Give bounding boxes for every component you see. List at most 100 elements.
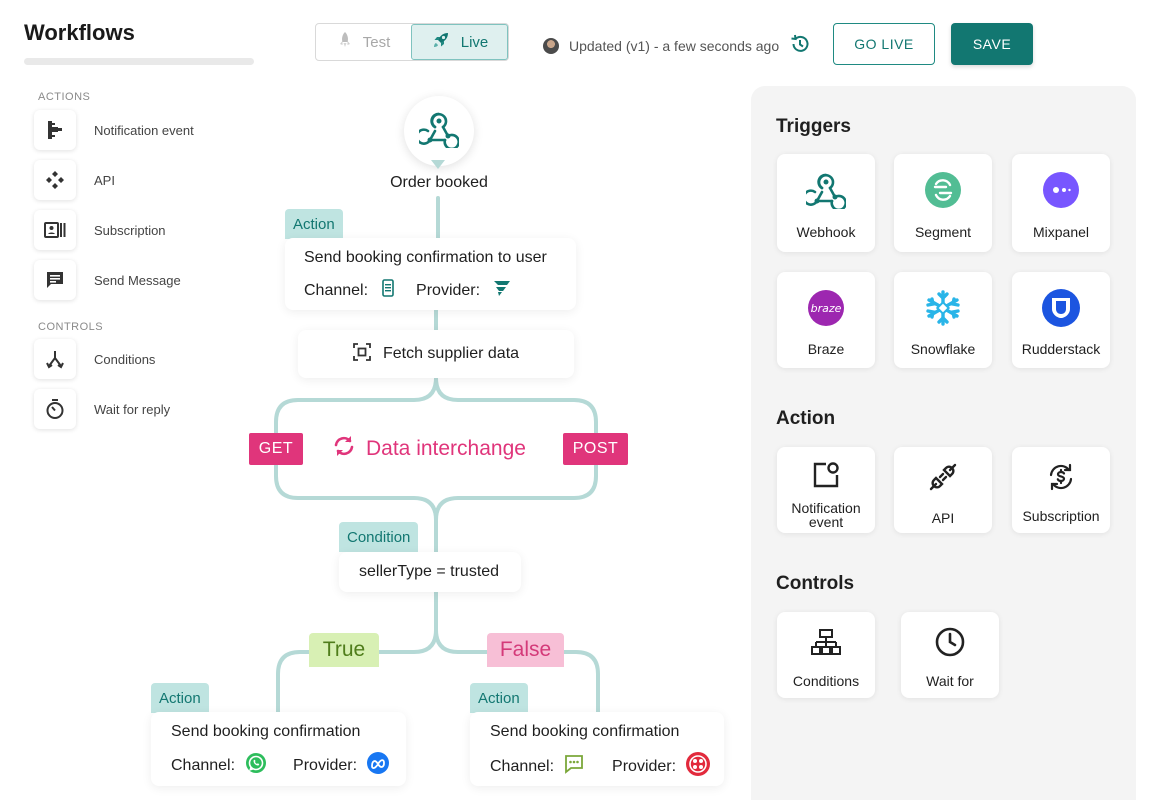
channel-label: Channel: [304,281,369,299]
fetch-label: Fetch supplier data [382,345,520,362]
trigger-tile-mixpanel[interactable]: Mixpanel [1012,154,1110,252]
action-tile-notification-event[interactable]: Notification event [777,447,875,533]
conditions-icon [34,339,76,379]
action-tag: Action [470,683,528,713]
triggers-heading: Triggers [776,116,851,137]
scan-icon [353,342,371,366]
condition-node[interactable]: sellerType = trusted [339,552,521,592]
mixpanel-icon [1043,170,1079,210]
rocket-icon [337,31,353,53]
tile-label: Wait for [926,673,974,689]
mode-live-button[interactable]: Live [411,24,508,60]
actions-section-label: ACTIONS [38,91,91,103]
provider-label: Provider: [612,757,677,775]
tile-label: Segment [914,224,972,240]
action-title: Send booking confirmation [171,723,361,740]
rocket-icon [431,30,451,54]
title-underline [24,58,254,65]
update-status-text: Updated (v1) - a few seconds ago [569,37,780,54]
go-live-button[interactable]: GO LIVE [833,23,935,65]
data-interchange-node[interactable]: Data interchange [332,434,526,464]
sidebar-item-label: API [94,172,115,188]
action-tag: Action [151,683,209,713]
twilio-icon [686,752,711,781]
sidebar-item-subscription[interactable]: Subscription [34,210,166,250]
page-title: Workflows [24,20,135,45]
sidebar-item-send-message[interactable]: Send Message [34,260,181,300]
action-tile-api[interactable]: API [894,447,992,533]
sms-channel-icon [382,279,394,302]
trigger-tile-snowflake[interactable]: Snowflake [894,272,992,368]
api-icon [34,160,76,200]
sidebar-item-label: Subscription [94,222,166,238]
sidebar-item-wait-for-reply[interactable]: Wait for reply [34,389,170,429]
action-title: Send booking confirmation to user [304,249,547,266]
mode-test-label: Test [362,33,391,51]
save-button[interactable]: SAVE [951,23,1033,65]
post-badge: POST [563,433,628,465]
true-branch-tag: True [309,633,379,667]
sidebar-item-label: Send Message [94,272,181,288]
tile-label: Subscription [1022,508,1100,524]
trigger-label: Order booked [390,174,488,191]
braze-icon: braze [808,288,844,328]
action-node-user-confirmation[interactable]: Send booking confirmation to user Channe… [285,238,576,310]
provider-logo-icon [492,279,512,302]
tile-label: Snowflake [910,341,976,357]
subscription-dollar-icon [1046,457,1076,497]
channel-label: Channel: [171,756,236,774]
trigger-node[interactable] [404,96,474,166]
api-plug-icon [927,457,959,497]
message-icon [34,260,76,300]
avatar [543,37,559,54]
tile-label: Webhook [796,224,856,240]
provider-label: Provider: [293,756,358,774]
tile-label: Notification event [791,500,861,530]
tile-label: Rudderstack [1021,341,1101,357]
tile-label: Braze [807,341,845,357]
action-tile-subscription[interactable]: Subscription [1012,447,1110,533]
trigger-tile-rudderstack[interactable]: Rudderstack [1012,272,1110,368]
trigger-tile-segment[interactable]: Segment [894,154,992,252]
control-tile-conditions[interactable]: Conditions [777,612,875,698]
tile-label: Mixpanel [1032,224,1090,240]
rudderstack-icon [1042,288,1080,328]
meta-icon [367,752,390,779]
conditions-tree-icon [811,622,841,662]
notification-event-icon [34,110,76,150]
snowflake-icon [924,288,962,328]
mode-live-label: Live [460,33,489,51]
notification-event-icon [812,455,840,495]
get-badge: GET [249,433,303,465]
action-heading: Action [776,408,836,429]
action-title: Send booking confirmation [490,723,680,740]
sidebar-item-label: Wait for reply [94,401,171,417]
timer-icon [34,389,76,429]
sidebar-item-conditions[interactable]: Conditions [34,339,155,379]
controls-section-label: CONTROLS [38,321,104,333]
refresh-icon [332,434,356,464]
sidebar-item-api[interactable]: API [34,160,115,200]
fetch-supplier-node[interactable]: Fetch supplier data [298,330,574,378]
trigger-tile-webhook[interactable]: Webhook [777,154,875,252]
control-tile-wait-for[interactable]: Wait for [901,612,999,698]
action-node-false-branch[interactable]: Send booking confirmation Channel: Provi… [470,712,724,786]
webhook-icon [806,170,846,210]
clock-icon [935,622,965,662]
trigger-tile-braze[interactable]: braze Braze [777,272,875,368]
segment-icon [925,170,961,210]
subscription-icon [34,210,76,250]
webhook-icon [415,110,461,153]
action-tag: Action [285,209,343,239]
whatsapp-icon [245,752,267,779]
sidebar-item-notification-event[interactable]: Notification event [34,110,194,150]
history-icon[interactable] [789,33,811,58]
data-interchange-label: Data interchange [366,437,526,460]
trigger-pointer [431,160,445,169]
action-node-true-branch[interactable]: Send booking confirmation Channel: Provi… [151,712,406,786]
tile-label: API [931,510,955,526]
controls-heading: Controls [776,573,855,594]
chat-sms-icon [564,754,584,779]
tile-label: Conditions [792,673,860,689]
mode-test-button[interactable]: Test [316,24,411,60]
